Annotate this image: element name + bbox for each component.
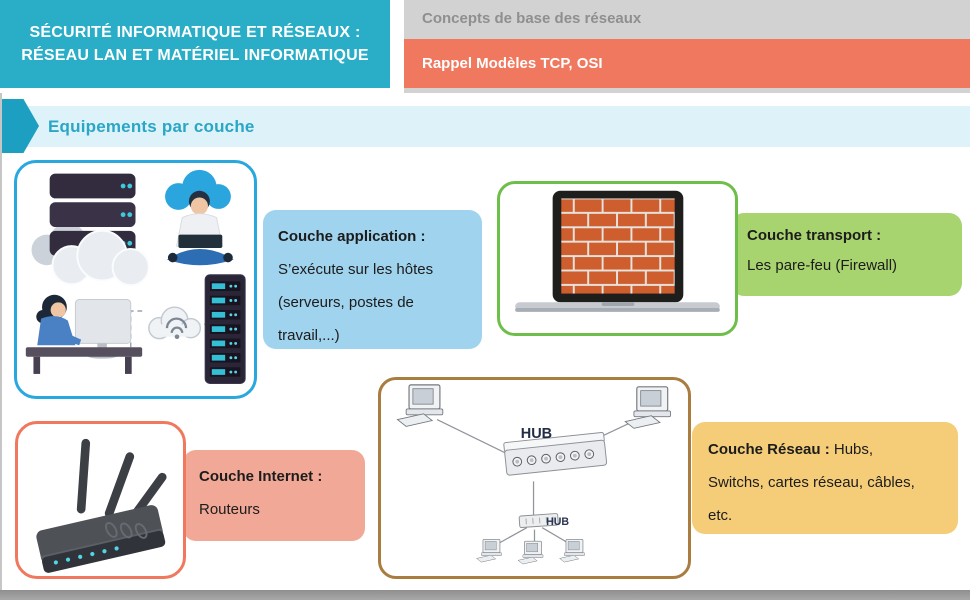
card-internet-label: Couche Internet : Routeurs	[183, 450, 365, 541]
card-transport-title: Couche transport :	[747, 227, 882, 244]
card-transport-body: Les pare-feu (Firewall)	[747, 257, 898, 274]
bottom-bar	[0, 590, 970, 600]
card-internet-body: Routeurs	[199, 501, 260, 518]
card-application-label: Couche application : S’exécute sur les h…	[263, 210, 482, 349]
workstation-icon	[396, 384, 444, 427]
card-reseau-image-box: HUB HUB	[378, 377, 691, 579]
server-rack-icon	[204, 274, 246, 384]
woman-desktop-icon	[25, 294, 143, 374]
wifi-cloud-icon	[130, 306, 206, 348]
card-application-title: Couche application :	[278, 228, 426, 245]
workstation-small-icon	[517, 540, 544, 565]
router-icon	[36, 438, 167, 573]
hub-small-icon	[518, 513, 559, 529]
hub-icon	[503, 431, 608, 476]
hub-label-secondary: HUB	[546, 516, 569, 528]
course-title-box: SÉCURITÉ INFORMATIQUE ET RÉSEAUX : RÉSEA…	[0, 0, 390, 88]
card-reseau-label: Couche Réseau : Hubs, Switchs, cartes ré…	[692, 422, 958, 534]
card-transport-image-box	[497, 181, 738, 336]
application-illustration	[25, 169, 246, 384]
workstation-icon	[624, 386, 672, 429]
slide-left-edge	[0, 93, 2, 590]
hub-label: HUB	[521, 426, 552, 442]
course-subtitle: Concepts de base des réseaux	[422, 10, 642, 27]
header-right: Concepts de base des réseaux Rappel Modè…	[404, 0, 970, 93]
hub-network-diagram: HUB HUB	[396, 384, 672, 565]
topic-title: Rappel Modèles TCP, OSI	[422, 55, 603, 72]
card-internet-title: Couche Internet :	[199, 468, 323, 485]
server-cloud-icon	[31, 173, 150, 287]
course-title: SÉCURITÉ INFORMATIQUE ET RÉSEAUX : RÉSEA…	[21, 23, 369, 64]
workstation-small-icon	[476, 538, 502, 563]
card-reseau-body: Hubs, Switchs, cartes réseau, câbles, et…	[708, 441, 915, 524]
firewall-laptop-icon	[515, 190, 720, 312]
section-heading: Equipements par couche	[48, 116, 255, 136]
cloud-user-laptop-icon	[165, 169, 234, 266]
section-banner: Equipements par couche	[10, 106, 970, 147]
card-transport-label: Couche transport : Les pare-feu (Firewal…	[731, 213, 962, 296]
workstation-small-icon	[559, 538, 585, 563]
card-internet-image-box	[15, 421, 186, 579]
card-application-image-box	[14, 160, 257, 399]
card-application-body: S’exécute sur les hôtes (serveurs, poste…	[278, 261, 434, 344]
card-reseau-title: Couche Réseau :	[708, 441, 830, 458]
topic-bar: Rappel Modèles TCP, OSI	[404, 39, 970, 88]
